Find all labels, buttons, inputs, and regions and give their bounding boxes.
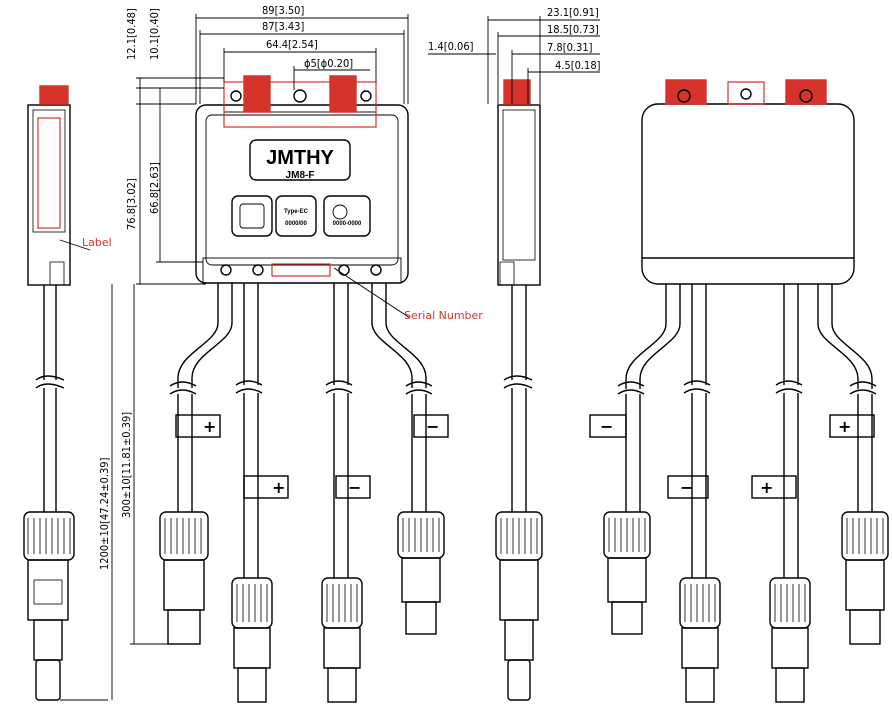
polarity-minus: − bbox=[600, 417, 613, 436]
polarity-plus: + bbox=[272, 478, 285, 497]
type-code-text: 0000/00 bbox=[285, 221, 307, 227]
polarity-minus: − bbox=[680, 478, 693, 497]
polarity-minus: − bbox=[426, 417, 439, 436]
type-text: Type-EC bbox=[284, 209, 309, 215]
side-dim-7: 7.8[0.31] bbox=[547, 41, 593, 54]
model-text: JM8-F bbox=[286, 170, 315, 181]
cert-text: 0000-0000 bbox=[333, 221, 362, 227]
dim-89: 89[3.50] bbox=[262, 4, 304, 17]
dimension-labels: 89[3.50] 87[3.43] 64.4[2.54] ϕ5[ϕ0.20] 1… bbox=[98, 4, 601, 570]
side-dim-4: 4.5[0.18] bbox=[555, 59, 601, 72]
front-cables bbox=[169, 283, 449, 578]
dim-66: 66.8[2.63] bbox=[148, 162, 161, 214]
side-view bbox=[495, 79, 543, 701]
left-side-view bbox=[23, 85, 75, 701]
serial-number-callout: Serial Number bbox=[404, 309, 483, 322]
label-callout: Label bbox=[82, 236, 112, 249]
dim-1200: 1200±10[47.24±0.39] bbox=[98, 457, 111, 570]
brand-logo-text: JMTHY bbox=[266, 147, 334, 169]
polarity-plus: + bbox=[760, 478, 773, 497]
dim-phi5: ϕ5[ϕ0.20] bbox=[304, 57, 353, 70]
dim-10: 10.1[0.40] bbox=[148, 8, 161, 60]
dimension-lines bbox=[59, 14, 600, 701]
polarity-plus: + bbox=[203, 417, 216, 436]
front-view bbox=[195, 75, 409, 284]
dim-12: 12.1[0.48] bbox=[125, 8, 138, 60]
dim-87: 87[3.43] bbox=[262, 20, 304, 33]
polarity-minus: − bbox=[348, 478, 361, 497]
polarity-labels: + + − − − − + + bbox=[203, 417, 851, 497]
side-dim-18: 18.5[0.73] bbox=[547, 23, 599, 36]
dim-76: 76.8[3.02] bbox=[125, 178, 138, 230]
polarity-plus: + bbox=[838, 417, 851, 436]
back-view bbox=[589, 79, 889, 703]
annotations: Label Serial Number JMTHY JM8-F Type-EC … bbox=[82, 147, 483, 322]
front-connectors bbox=[159, 511, 445, 703]
side-dim-1-4: 1.4[0.06] bbox=[428, 40, 474, 53]
side-dim-23: 23.1[0.91] bbox=[547, 6, 599, 19]
dim-300: 300±10[11.81±0.39] bbox=[120, 412, 133, 518]
dim-64: 64.4[2.54] bbox=[266, 38, 318, 51]
